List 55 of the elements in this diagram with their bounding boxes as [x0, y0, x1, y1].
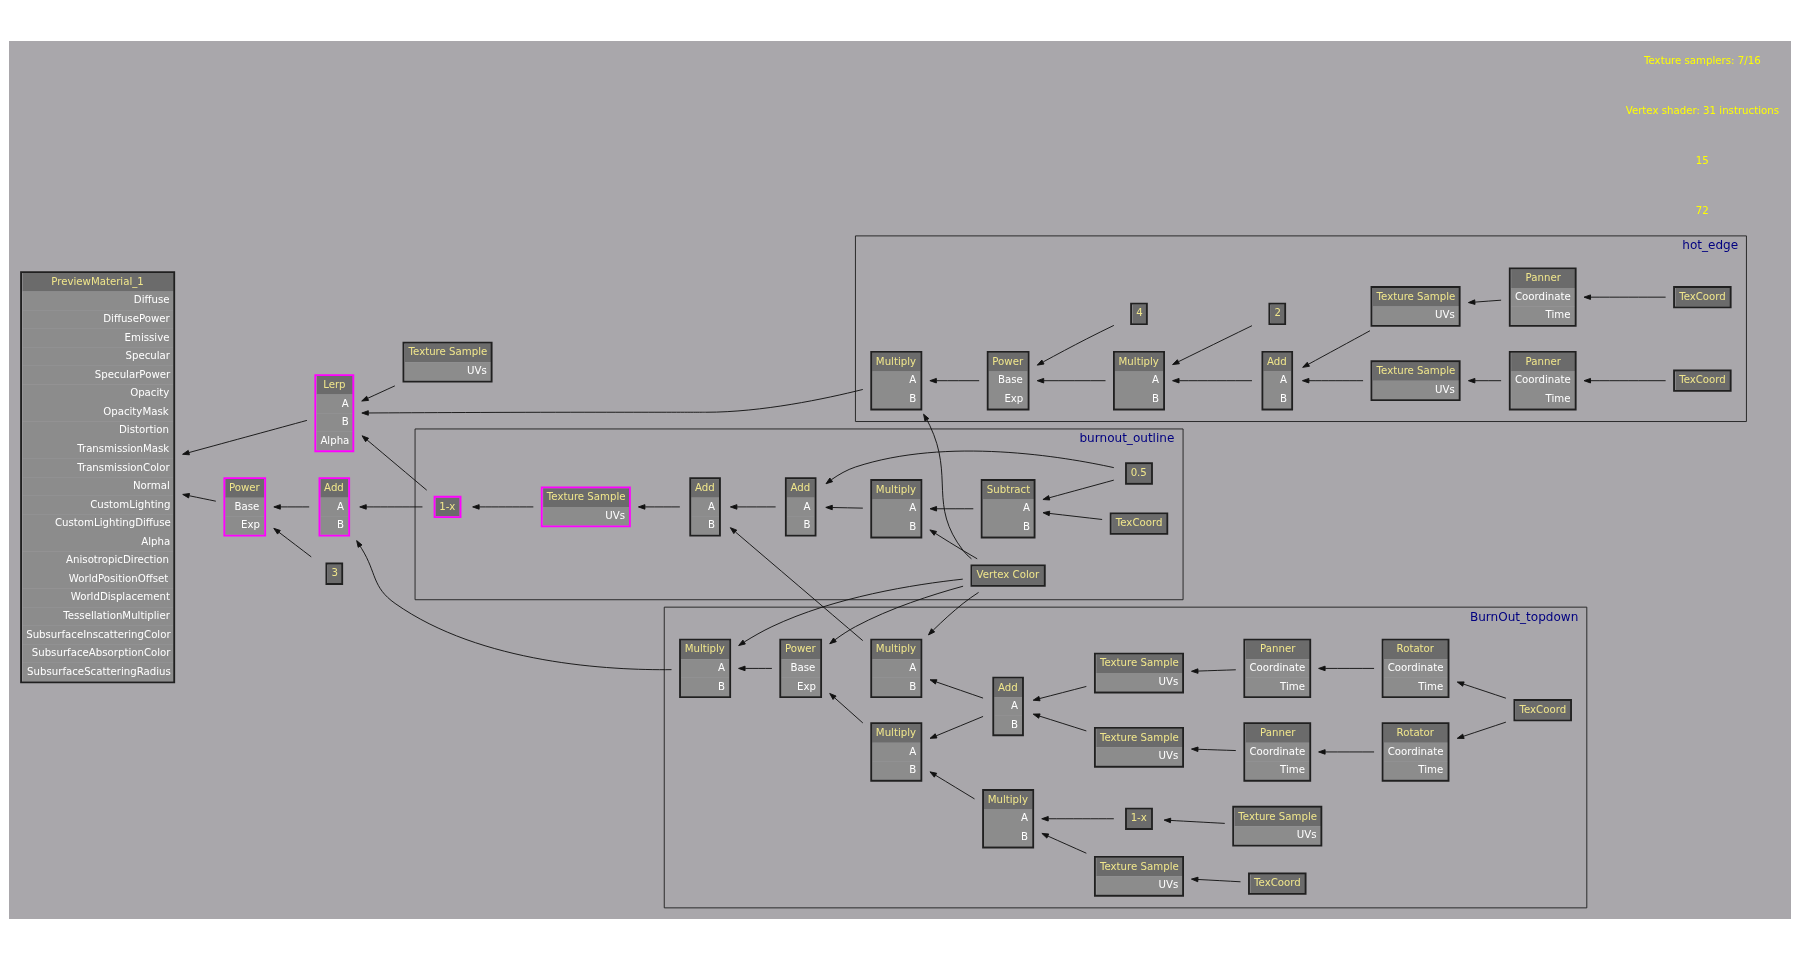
label: 72 — [1695, 205, 1709, 217]
label: 15 — [1695, 155, 1709, 167]
arrow — [1302, 330, 1371, 368]
arrow — [1036, 377, 1106, 384]
arrow — [927, 591, 980, 636]
arrow — [929, 771, 975, 800]
arrow — [923, 413, 972, 560]
arrow — [929, 679, 984, 699]
arrow — [273, 504, 310, 510]
arrow — [1467, 377, 1502, 384]
arrow — [1163, 817, 1226, 824]
label: Texture samplers: 7/16 — [1644, 55, 1761, 67]
arrow — [1301, 377, 1364, 384]
arrow — [1191, 746, 1237, 752]
arrow — [825, 450, 1115, 485]
arrow — [825, 504, 864, 511]
arrow — [361, 385, 396, 402]
arrow — [1191, 668, 1237, 674]
arrow — [1041, 832, 1087, 854]
arrow — [1456, 721, 1507, 739]
arrow — [1467, 299, 1502, 305]
arrow — [1032, 713, 1087, 732]
arrow — [929, 715, 984, 739]
arrow — [1456, 681, 1507, 699]
arrow — [361, 389, 864, 416]
arrow — [929, 506, 974, 512]
arrow — [1318, 749, 1375, 755]
arrow — [472, 504, 534, 510]
arrow — [929, 529, 978, 560]
arrow — [829, 692, 864, 724]
arrow — [1041, 816, 1115, 822]
arrow — [359, 504, 423, 510]
arrow — [1172, 325, 1253, 366]
arrow — [738, 578, 964, 646]
arrow — [637, 504, 681, 510]
arrow — [361, 435, 428, 491]
arrow — [1042, 479, 1115, 501]
arrow — [829, 585, 964, 645]
arrow — [1172, 377, 1253, 384]
arrow — [182, 493, 217, 502]
arrow — [1583, 294, 1667, 300]
arrow — [273, 527, 312, 558]
arrow — [729, 527, 864, 642]
arrow — [1032, 686, 1087, 702]
arrow — [356, 540, 672, 671]
arrow — [1318, 665, 1375, 672]
arrow — [738, 665, 773, 672]
arrow — [929, 377, 980, 384]
arrow — [1190, 876, 1241, 883]
arrow — [1583, 377, 1667, 384]
arrow — [182, 419, 308, 456]
arrow — [1036, 324, 1115, 366]
label: Vertex shader: 31 instructions — [1625, 105, 1779, 117]
arrow — [729, 504, 777, 510]
arrow — [1042, 510, 1103, 520]
